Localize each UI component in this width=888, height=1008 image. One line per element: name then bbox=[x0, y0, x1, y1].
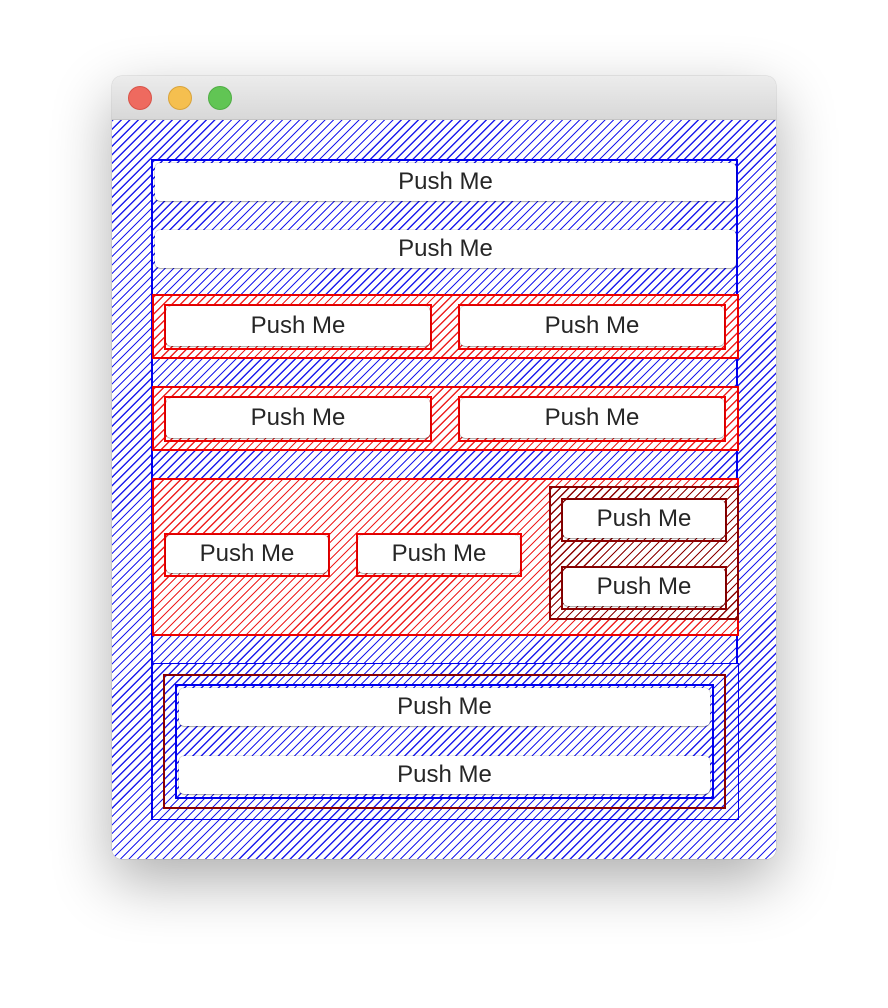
push-me-button-row1-left[interactable]: Push Me bbox=[166, 306, 430, 346]
push-me-button-1[interactable]: Push Me bbox=[155, 163, 736, 201]
push-me-button-row3-middle[interactable]: Push Me bbox=[358, 535, 520, 573]
nested-inner-blue: Push Me Push Me bbox=[175, 684, 714, 799]
push-me-button-row2-right[interactable]: Push Me bbox=[460, 398, 724, 438]
row-3-container: Push Me Push Me Push Me Push Me bbox=[152, 478, 739, 636]
nested-outer-blue: Push Me Push Me bbox=[152, 663, 739, 820]
push-me-button-row1-right[interactable]: Push Me bbox=[460, 306, 724, 346]
push-me-button-2[interactable]: Push Me bbox=[155, 230, 736, 268]
push-me-button-nested-bottom[interactable]: Push Me bbox=[179, 756, 710, 794]
row-1-left-frame bbox=[164, 304, 432, 350]
row-1-container: Push Me Push Me bbox=[152, 294, 739, 359]
row-3-middle-frame bbox=[356, 533, 522, 577]
row-2-left-frame bbox=[164, 396, 432, 442]
push-me-button-row2-left[interactable]: Push Me bbox=[166, 398, 430, 438]
stack-top-frame bbox=[561, 498, 727, 542]
root-container: Push Me Push Me Push Me Push Me Push Me … bbox=[112, 120, 776, 859]
app-window: Push Me Push Me Push Me Push Me Push Me … bbox=[112, 76, 776, 859]
main-column: Push Me Push Me Push Me Push Me Push Me … bbox=[151, 159, 739, 820]
push-me-button-stack-bottom[interactable]: Push Me bbox=[563, 568, 725, 606]
zoom-window-button[interactable] bbox=[208, 86, 232, 110]
row-3-left-frame bbox=[164, 533, 330, 577]
stack-bottom-frame bbox=[561, 566, 727, 610]
push-me-button-stack-top[interactable]: Push Me bbox=[563, 500, 725, 538]
title-bar[interactable] bbox=[112, 76, 776, 120]
close-window-button[interactable] bbox=[128, 86, 152, 110]
row-1-right-frame bbox=[458, 304, 726, 350]
nested-dark-red-container: Push Me Push Me bbox=[163, 674, 726, 809]
push-me-button-nested-top[interactable]: Push Me bbox=[179, 688, 710, 726]
push-me-button-row3-left[interactable]: Push Me bbox=[166, 535, 328, 573]
minimize-window-button[interactable] bbox=[168, 86, 192, 110]
row-2-right-frame bbox=[458, 396, 726, 442]
row-3-stack-container: Push Me Push Me bbox=[549, 486, 739, 620]
row-2-container: Push Me Push Me bbox=[152, 386, 739, 451]
